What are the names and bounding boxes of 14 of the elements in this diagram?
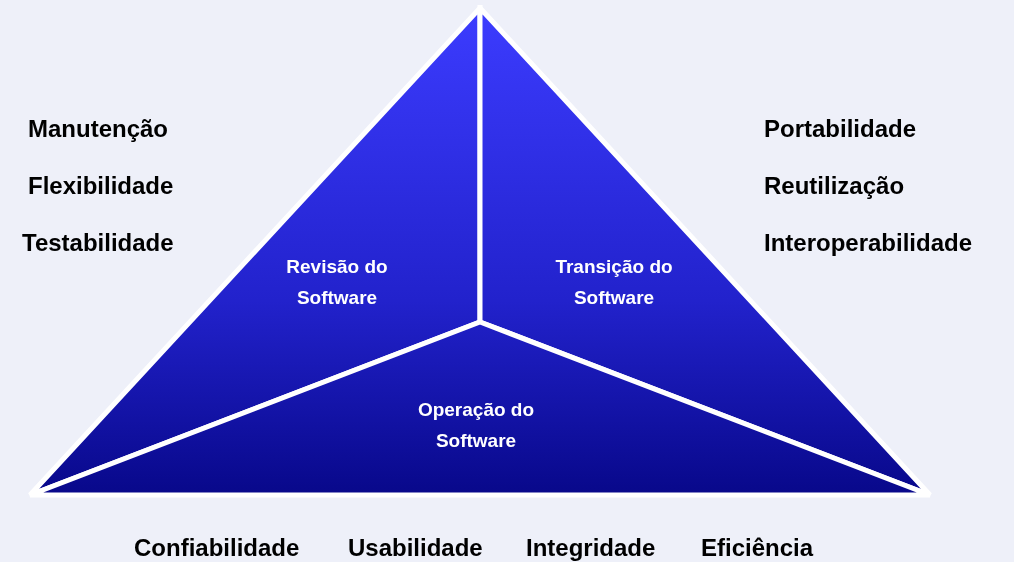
segment-label: Transição do Software: [554, 255, 674, 310]
triangle-segment: [27, 319, 933, 498]
quality-factor-label: Testabilidade: [22, 229, 174, 257]
quality-factor-label: Confiabilidade: [134, 534, 300, 562]
quality-factor-label: Eficiência: [701, 534, 814, 562]
quality-factor-label: Manutenção: [28, 115, 168, 143]
segment-label: Operação do Software: [416, 398, 536, 453]
quality-factor-label: Integridade: [526, 534, 656, 562]
segment-label: Revisão do Software: [285, 255, 389, 310]
quality-factor-label: Interoperabilidade: [764, 229, 973, 257]
quality-factor-label: Usabilidade: [348, 534, 483, 562]
quality-factor-label: Reutilização: [764, 172, 905, 200]
quality-factor-label: Portabilidade: [764, 115, 917, 143]
quality-factor-label: Flexibilidade: [28, 172, 174, 200]
